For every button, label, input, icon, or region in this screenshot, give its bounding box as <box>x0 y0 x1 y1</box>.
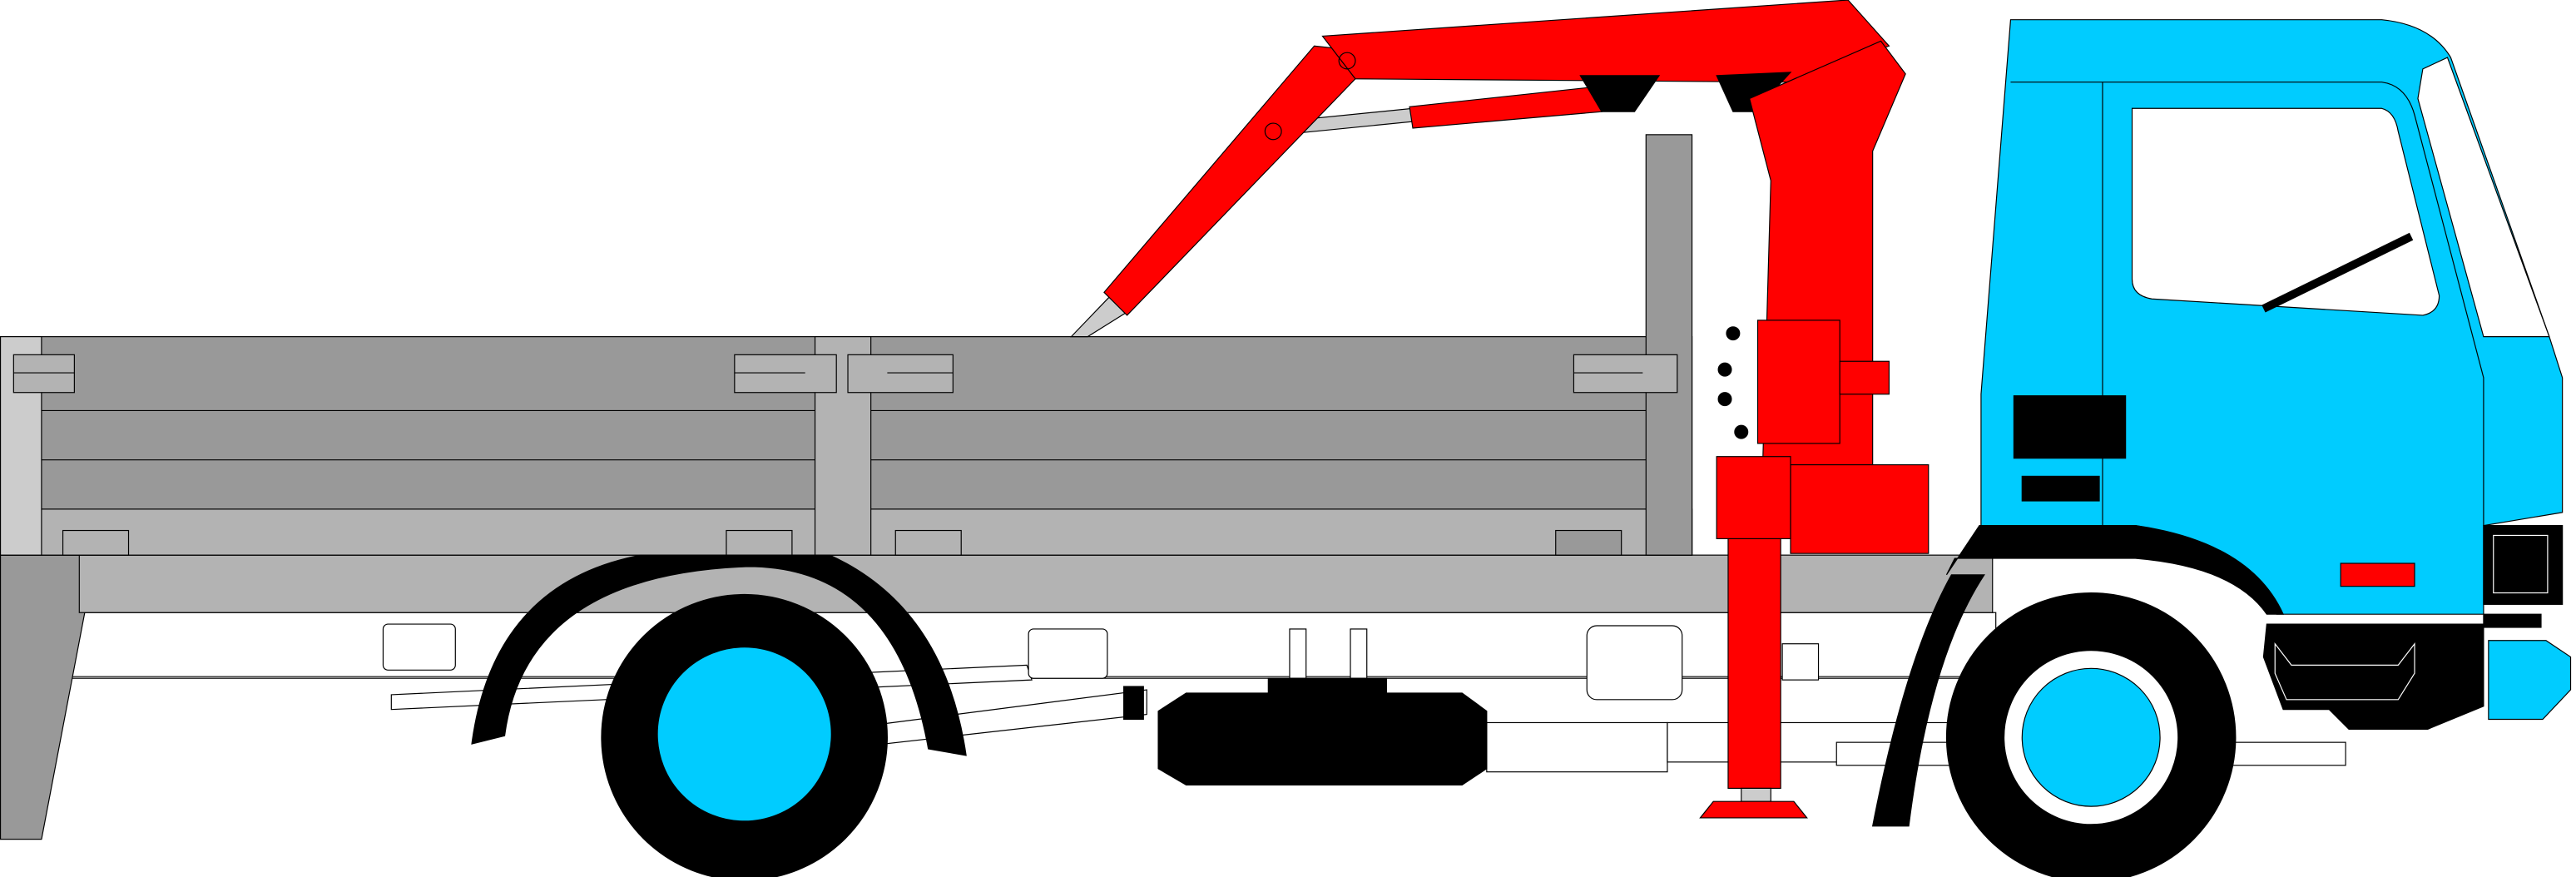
bed-post-front <box>1645 134 1693 556</box>
chassis-rail <box>78 554 1994 613</box>
mirror <box>2417 57 2550 338</box>
crane-boom-upper <box>1321 0 1890 83</box>
fuel-tank <box>1123 677 1488 786</box>
rear-hub <box>656 647 832 822</box>
front-wheel <box>1871 525 2285 877</box>
indicator-light <box>2340 562 2415 587</box>
flatbed <box>0 134 1693 556</box>
headlight <box>2483 525 2564 605</box>
crane[interactable] <box>1070 0 1930 819</box>
front-hub <box>2021 667 2161 807</box>
bed-latches <box>12 354 1678 556</box>
stabilizer-foot <box>1699 800 1808 819</box>
door-handle[interactable] <box>2013 395 2127 459</box>
cab <box>1980 19 2572 730</box>
cab-window <box>2131 107 2440 316</box>
crane-control-levers[interactable] <box>1717 326 1749 439</box>
cab-step <box>2262 623 2484 730</box>
front-fender <box>1871 574 1985 827</box>
rear-wheel <box>471 554 967 877</box>
rear-fender <box>471 554 967 756</box>
front-bumper <box>2488 640 2572 721</box>
crane-boom-lower <box>1103 45 1356 316</box>
